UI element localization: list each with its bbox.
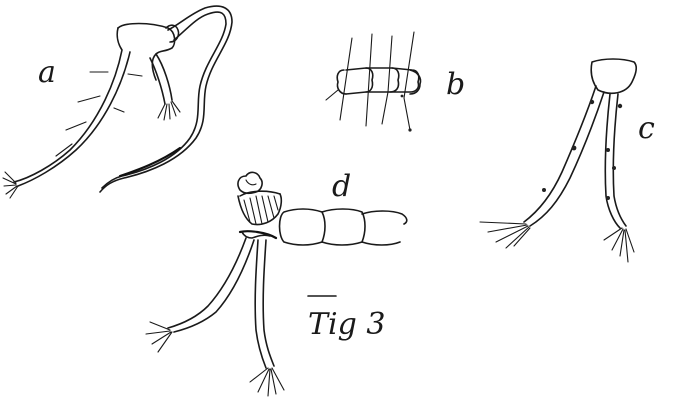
label-a: a xyxy=(38,55,56,90)
specimen-b-drawing xyxy=(326,32,421,132)
specimen-a-drawing xyxy=(3,6,232,198)
figure-caption: Tig 3 xyxy=(308,307,385,342)
label-d: d xyxy=(332,169,351,204)
specimen-c-drawing xyxy=(480,59,636,262)
specimen-d-drawing xyxy=(146,172,407,396)
label-b: b xyxy=(446,67,465,102)
label-c: c xyxy=(638,111,655,146)
